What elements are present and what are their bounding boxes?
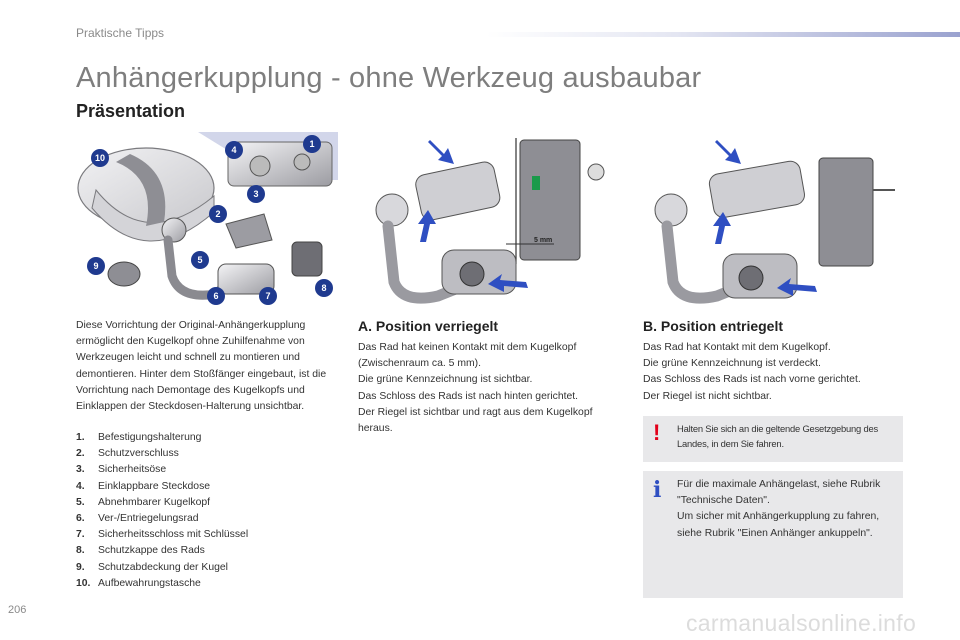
tow-hitch-parts-illustration: 1 2 3 4 5 6 7 8 9 10 [77,132,338,305]
callout-10: 10 [95,153,105,163]
arrow-icon [777,278,817,296]
list-item: 3.Sicherheitsöse [76,464,167,476]
list-item: 10.Aufbewahrungstasche [76,577,201,589]
mounting-bracket [227,141,333,187]
list-item: 8.Schutzkappe des Rads [76,545,205,557]
intro-paragraph: Diese Vorrichtung der Original-Anhängerk… [76,320,327,413]
callout-6: 6 [213,291,218,301]
locking-wheel [217,263,275,295]
section-b-body: Das Rad hat Kontakt mit dem Kugelkopf. D… [643,342,861,402]
callout-8: 8 [321,283,326,293]
callout-2: 2 [215,209,220,219]
arrow-icon [418,210,436,242]
header-bar [486,32,960,37]
callout-3: 3 [253,189,258,199]
callout-5: 5 [197,255,202,265]
protective-plug [225,213,273,249]
page-title: Anhängerkupplung - ohne Werkzeug ausbaub… [76,62,702,94]
arrow-icon [488,274,528,292]
watermark: carmanualsonline.info [686,610,917,636]
info-icon: i [653,477,662,503]
list-item: 5.Abnehmbarer Kugelkopf [76,496,211,508]
list-item: 9.Schutzabdeckung der Kugel [76,561,228,573]
gap-dimension-label: 5 mm [534,237,552,244]
section-header: Praktische Tipps [76,26,165,40]
green-mark [532,176,540,190]
info-note-text: Für die maximale Anhängelast, siehe Rubr… [677,479,881,539]
section-b-heading: B. Position entriegelt [643,318,784,334]
callout-1: 1 [309,139,314,149]
arrow-icon [428,140,454,164]
ball-cover [107,261,141,287]
section-a-heading: A. Position verriegelt [358,318,499,334]
warning-note: ! Halten Sie sich an die geltende Gesetz… [643,416,903,462]
callout-9: 9 [93,261,98,271]
callout-7: 7 [265,291,270,301]
list-item: 7.Sicherheitsschloss mit Schlüssel [76,529,249,541]
arrow-icon [715,140,741,164]
list-item: 2.Schutzverschluss [76,448,179,460]
parts-legend: 1.Befestigungshalterung 2.Schutzverschlu… [76,430,346,592]
info-note: i Für die maximale Anhängelast, siehe Ru… [643,471,903,598]
list-item: 6.Ver-/Entriegelungsrad [76,513,199,525]
section-a-body: Das Rad hat keinen Kontakt mit dem Kugel… [358,342,593,435]
list-item: 1.Befestigungshalterung [76,432,202,443]
locked-position-illustration: 5 mm [375,138,605,304]
list-item: 4.Einklappbare Steckdose [76,480,211,492]
page-number: 206 [8,604,27,616]
arrow-icon [713,212,731,244]
exclamation-icon: ! [653,420,661,445]
callout-4: 4 [231,145,236,155]
wheel-cap [291,241,323,277]
unlocked-position-illustration [654,140,895,304]
warning-note-text: Halten Sie sich an die geltende Gesetzge… [677,423,878,449]
section-subtitle: Präsentation [76,101,186,121]
